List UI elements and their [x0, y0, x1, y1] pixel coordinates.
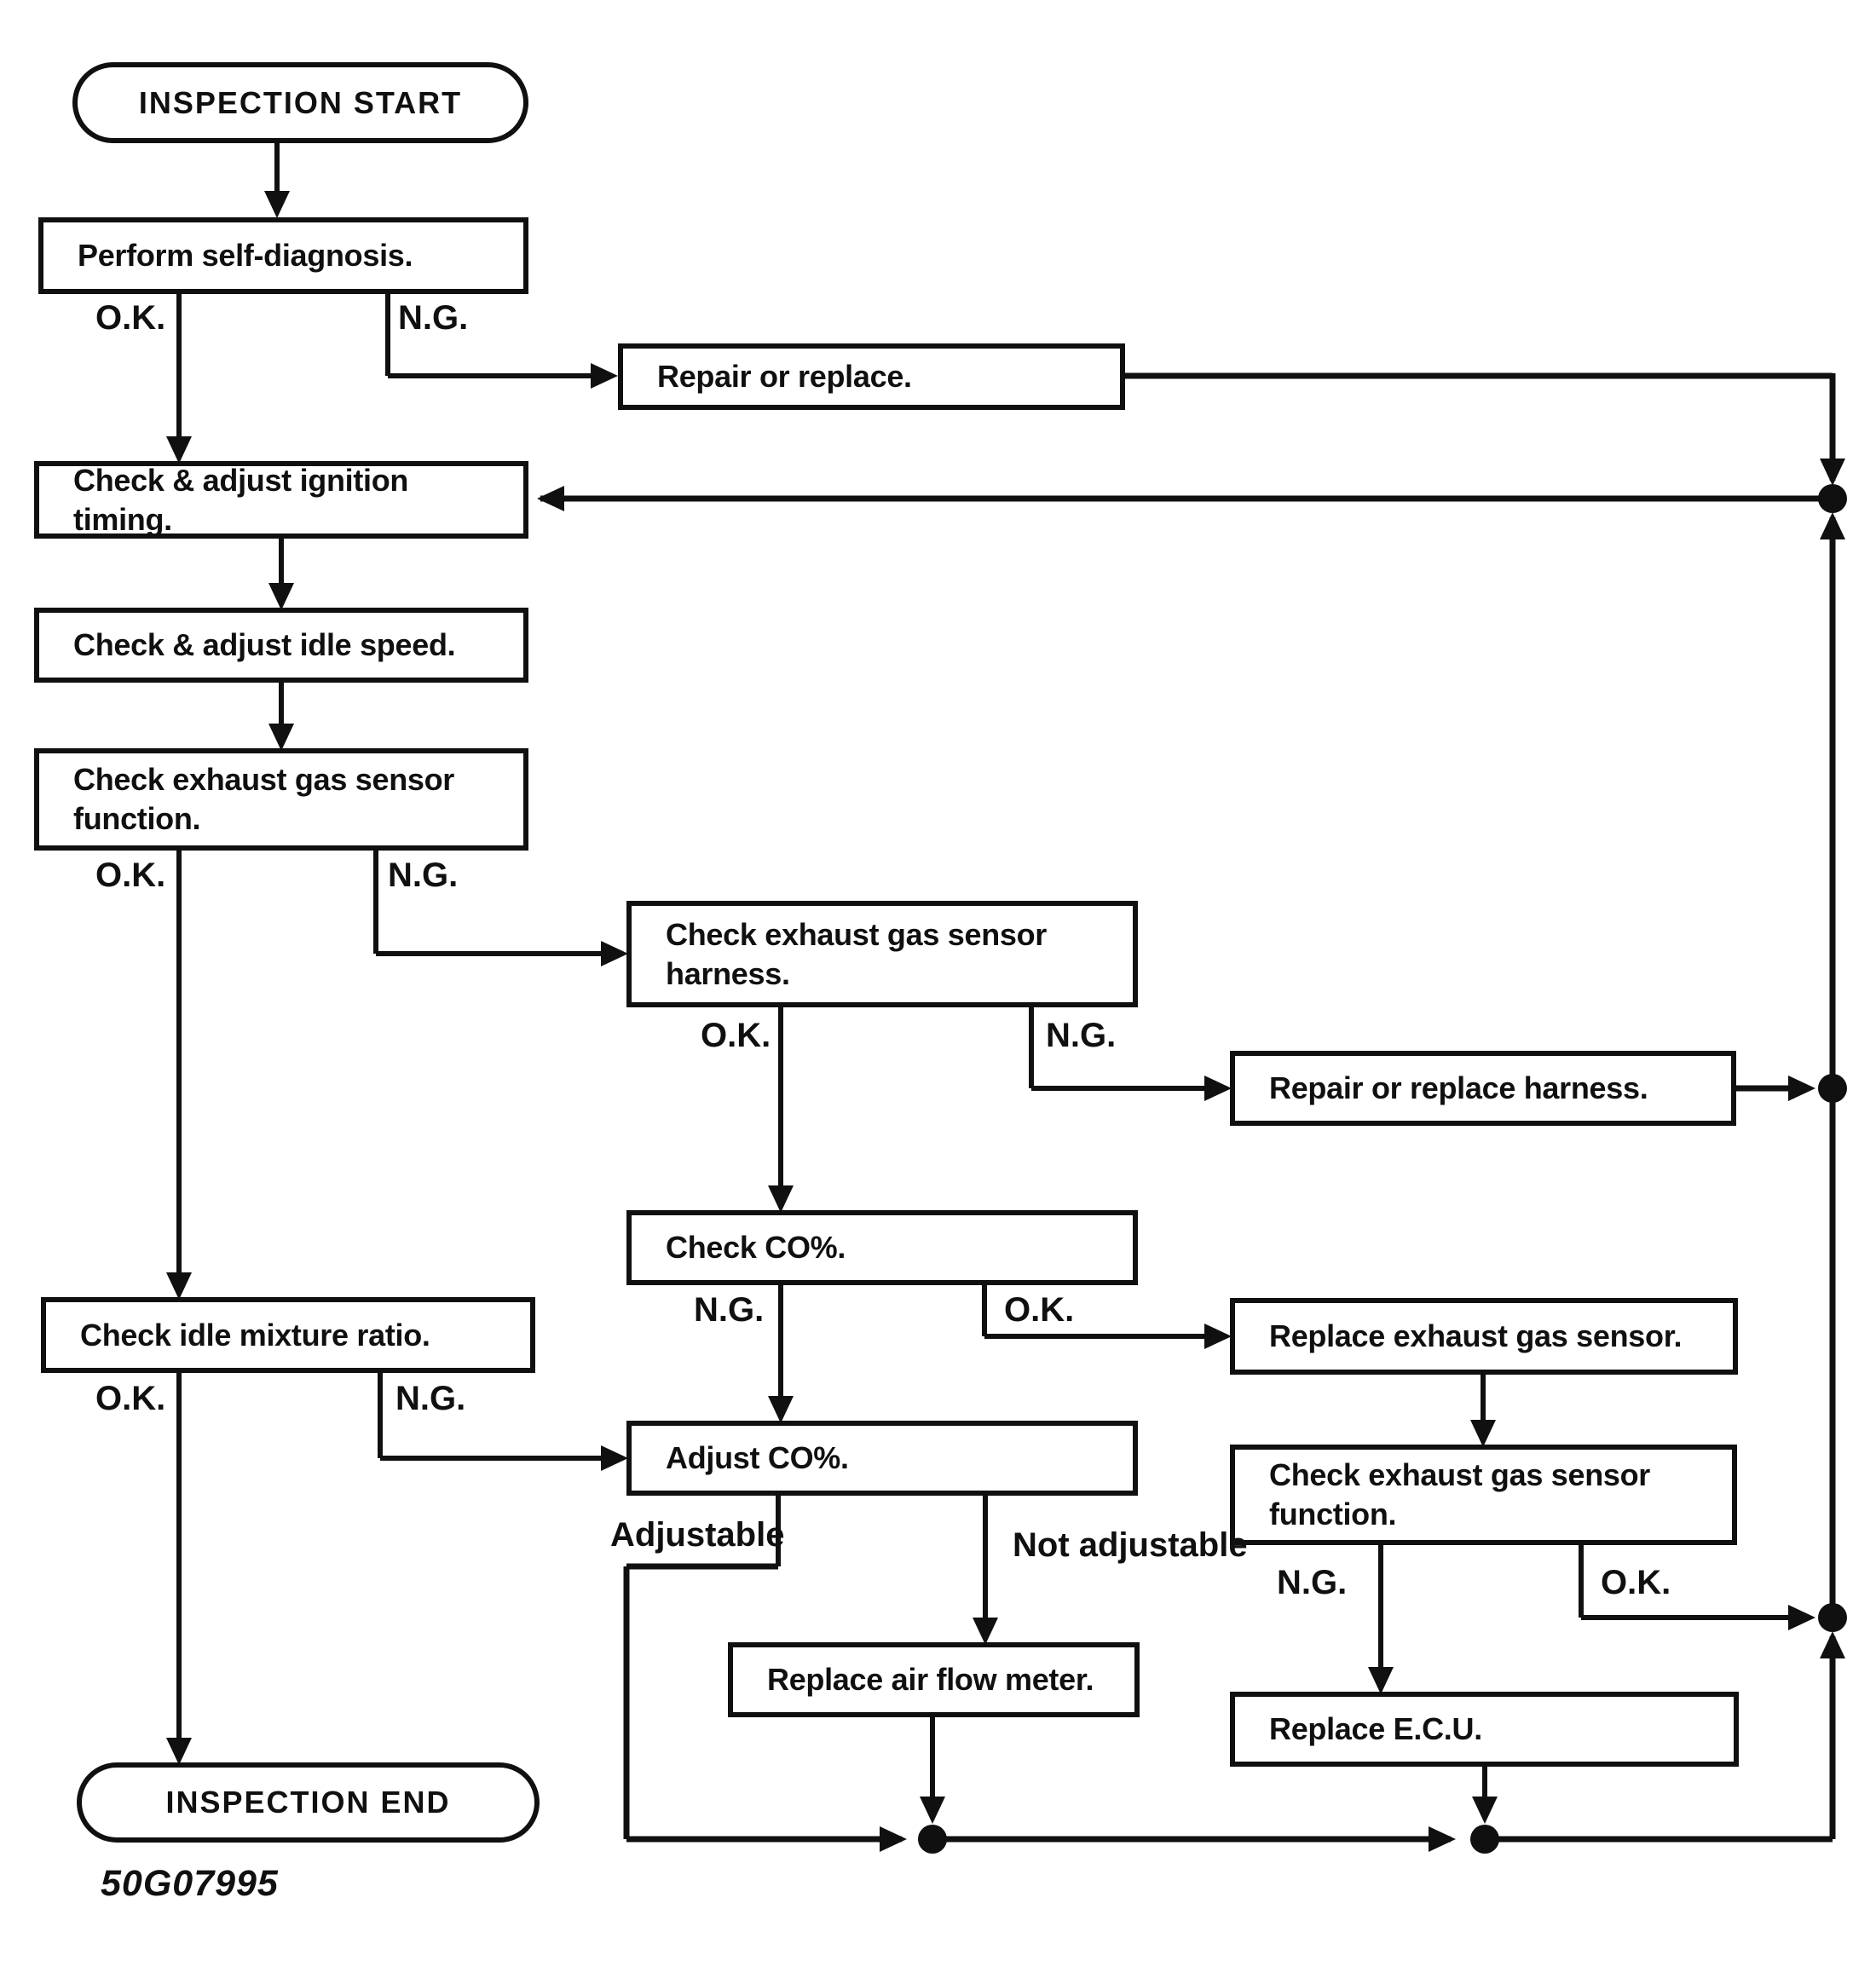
node-replace-exhaust-gas-sensor: Replace exhaust gas sensor.: [1230, 1298, 1738, 1375]
node-label: Perform self-diagnosis.: [78, 238, 413, 273]
branch-label-ok-check-co: O.K.: [1004, 1291, 1075, 1329]
node-label: Replace exhaust gas sensor.: [1269, 1318, 1683, 1353]
node-replace-ecu: Replace E.C.U.: [1230, 1692, 1739, 1767]
node-check-co-percent: Check CO%.: [626, 1210, 1138, 1285]
node-label: Check idle mixture ratio.: [80, 1317, 430, 1353]
node-inspection-start: INSPECTION START: [72, 62, 528, 143]
node-label: Adjust CO%.: [666, 1440, 849, 1475]
node-label: Check exhaust gas sensor function.: [1269, 1457, 1651, 1531]
branch-label-ng-self-diagnosis: N.G.: [398, 299, 469, 337]
node-label: Check & adjust ignition timing.: [73, 462, 409, 537]
branch-label-adjustable: Adjustable: [610, 1516, 785, 1554]
node-recheck-exhaust-gas-sensor-function: Check exhaust gas sensor function.: [1230, 1445, 1737, 1545]
branch-label-ng-sensor-recheck: N.G.: [1277, 1564, 1348, 1601]
node-label: Check exhaust gas sensor function.: [73, 762, 455, 836]
node-label: Repair or replace harness.: [1269, 1070, 1648, 1105]
branch-label-not-adjustable: Not adjustable: [1013, 1526, 1248, 1564]
node-label: INSPECTION START: [138, 84, 463, 120]
figure-code: 50G07995: [101, 1863, 279, 1904]
node-inspection-end: INSPECTION END: [77, 1762, 540, 1843]
branch-label-ok-sensor-recheck: O.K.: [1601, 1564, 1671, 1601]
branch-label-ng-check-co: N.G.: [694, 1291, 765, 1329]
node-repair-or-replace-harness: Repair or replace harness.: [1230, 1051, 1736, 1126]
branch-label-ng-sensor-function: N.G.: [388, 856, 459, 894]
node-label: Check exhaust gas sensor harness.: [666, 916, 1048, 991]
branch-label-ok-harness: O.K.: [701, 1017, 771, 1054]
node-label: Check CO%.: [666, 1230, 846, 1265]
branch-label-ok-idle-mixture: O.K.: [95, 1380, 166, 1417]
node-check-idle-mixture-ratio: Check idle mixture ratio.: [41, 1297, 535, 1373]
branch-label-ng-harness: N.G.: [1046, 1017, 1117, 1054]
node-perform-self-diagnosis: Perform self-diagnosis.: [38, 217, 528, 294]
node-label: Replace E.C.U.: [1269, 1711, 1482, 1746]
node-label: INSPECTION END: [165, 1785, 451, 1820]
node-label: Repair or replace.: [657, 359, 912, 394]
branch-label-ok-self-diagnosis: O.K.: [95, 299, 166, 337]
node-replace-air-flow-meter: Replace air flow meter.: [728, 1642, 1140, 1717]
node-repair-or-replace: Repair or replace.: [618, 343, 1125, 410]
node-adjust-co-percent: Adjust CO%.: [626, 1421, 1138, 1496]
node-check-adjust-ignition-timing: Check & adjust ignition timing.: [34, 461, 528, 539]
branch-label-ok-sensor-function: O.K.: [95, 856, 166, 894]
branch-label-ng-idle-mixture: N.G.: [395, 1380, 466, 1417]
node-check-exhaust-gas-sensor-function: Check exhaust gas sensor function.: [34, 748, 528, 851]
node-label: Replace air flow meter.: [767, 1662, 1094, 1697]
node-check-exhaust-gas-sensor-harness: Check exhaust gas sensor harness.: [626, 901, 1138, 1007]
node-check-adjust-idle-speed: Check & adjust idle speed.: [34, 608, 528, 683]
node-label: Check & adjust idle speed.: [73, 627, 456, 662]
